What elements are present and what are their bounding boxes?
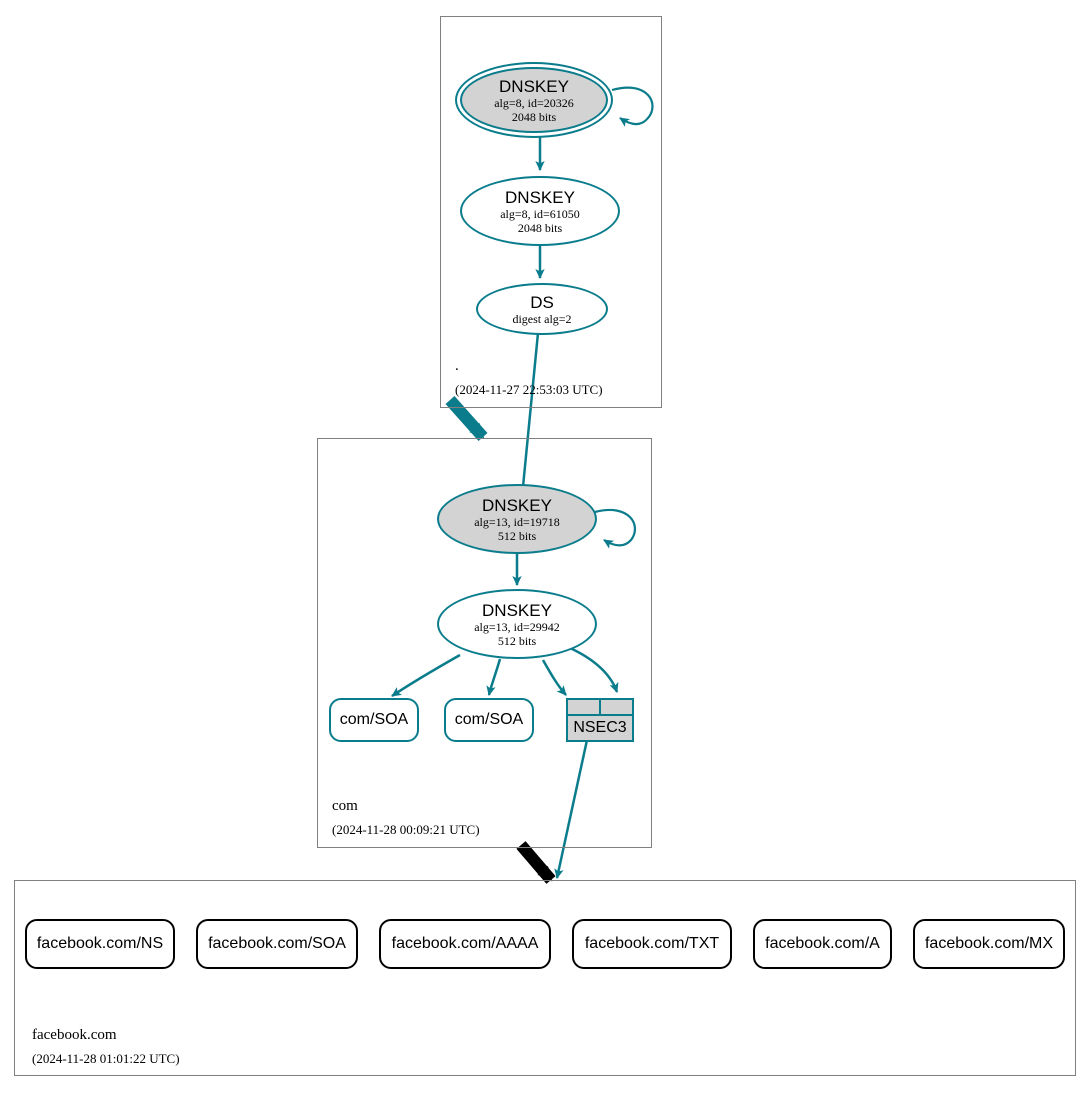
zone-label-root-time: (2024-11-27 22:53:03 UTC) <box>455 382 603 397</box>
node-params: alg=8, id=20326 <box>494 95 574 110</box>
edge-nsec3-to-facebook <box>554 739 589 879</box>
node-com-dnskey-zsk[interactable]: DNSKEY alg=13, id=29942 512 bits <box>437 589 597 659</box>
delegation-arrow-com-to-facebook <box>516 841 556 884</box>
node-label: com/SOA <box>339 711 409 728</box>
zone-label-com-time: (2024-11-28 00:09:21 UTC) <box>332 822 480 837</box>
node-com-dnskey-ksk[interactable]: DNSKEY alg=13, id=19718 512 bits <box>437 484 597 554</box>
node-facebook-mx[interactable]: facebook.com/MX <box>913 919 1065 969</box>
root-ksk-sep-ring <box>455 62 613 138</box>
edge-root-ksk-self-sign <box>611 86 654 127</box>
edge-com-zsk-to-soa-1 <box>391 653 461 698</box>
edge-ds-to-com-dnskey <box>518 332 540 498</box>
node-com-nsec3[interactable]: NSEC3 <box>566 698 634 742</box>
nsec3-label: NSEC3 <box>573 719 627 736</box>
node-com-soa-1[interactable]: com/SOA <box>329 698 419 742</box>
node-label: com/SOA <box>454 711 524 728</box>
node-root-dnskey-ksk[interactable]: DNSKEY alg=8, id=20326 2048 bits <box>460 67 608 133</box>
node-com-soa-2[interactable]: com/SOA <box>444 698 534 742</box>
edge-com-ksk-self-sign <box>594 509 637 549</box>
node-label: facebook.com/A <box>765 935 880 952</box>
edge-com-zsk-to-soa-2 <box>486 658 502 696</box>
zone-box-root <box>440 16 662 408</box>
node-params: alg=13, id=29942 <box>474 619 560 634</box>
node-label: facebook.com/TXT <box>584 935 720 952</box>
node-params: alg=8, id=61050 <box>500 206 580 221</box>
node-keysize: 2048 bits <box>517 220 563 235</box>
node-params: digest alg=2 <box>512 311 572 326</box>
zone-box-com <box>317 438 652 848</box>
nsec3-header-row <box>568 700 632 716</box>
node-keysize: 512 bits <box>497 633 537 648</box>
zone-box-facebook <box>14 880 1076 1076</box>
node-root-dnskey-zsk[interactable]: DNSKEY alg=8, id=61050 2048 bits <box>460 176 620 246</box>
node-label: facebook.com/NS <box>36 935 164 952</box>
node-facebook-aaaa[interactable]: facebook.com/AAAA <box>379 919 551 969</box>
node-keysize: 2048 bits <box>511 109 557 124</box>
edge-com-zsk-to-nsec3-left <box>541 659 567 696</box>
nsec3-cell-left[interactable] <box>568 700 599 714</box>
node-title: DS <box>530 292 554 312</box>
zone-label-root-name: . <box>455 358 459 374</box>
node-params: alg=13, id=19718 <box>474 514 560 529</box>
node-facebook-soa[interactable]: facebook.com/SOA <box>196 919 358 969</box>
node-title: DNSKEY <box>499 76 569 96</box>
zone-label-facebook-name: facebook.com <box>32 1027 117 1043</box>
node-label: facebook.com/SOA <box>208 935 346 952</box>
zone-label-com-name: com <box>332 798 358 814</box>
node-root-ds[interactable]: DS digest alg=2 <box>476 283 608 335</box>
node-title: DNSKEY <box>482 495 552 515</box>
node-facebook-ns[interactable]: facebook.com/NS <box>25 919 175 969</box>
node-facebook-txt[interactable]: facebook.com/TXT <box>572 919 732 969</box>
node-facebook-a[interactable]: facebook.com/A <box>753 919 892 969</box>
delegation-arrow-root-to-com <box>445 396 488 441</box>
edge-com-zsk-to-nsec3-right <box>569 646 619 693</box>
node-label: facebook.com/AAAA <box>391 935 539 952</box>
zone-label-facebook-time: (2024-11-28 01:01:22 UTC) <box>32 1051 180 1066</box>
node-title: DNSKEY <box>482 600 552 620</box>
node-title: DNSKEY <box>505 187 575 207</box>
nsec3-cell-right[interactable] <box>599 700 632 714</box>
node-label: facebook.com/MX <box>924 935 1054 952</box>
node-keysize: 512 bits <box>497 528 537 543</box>
